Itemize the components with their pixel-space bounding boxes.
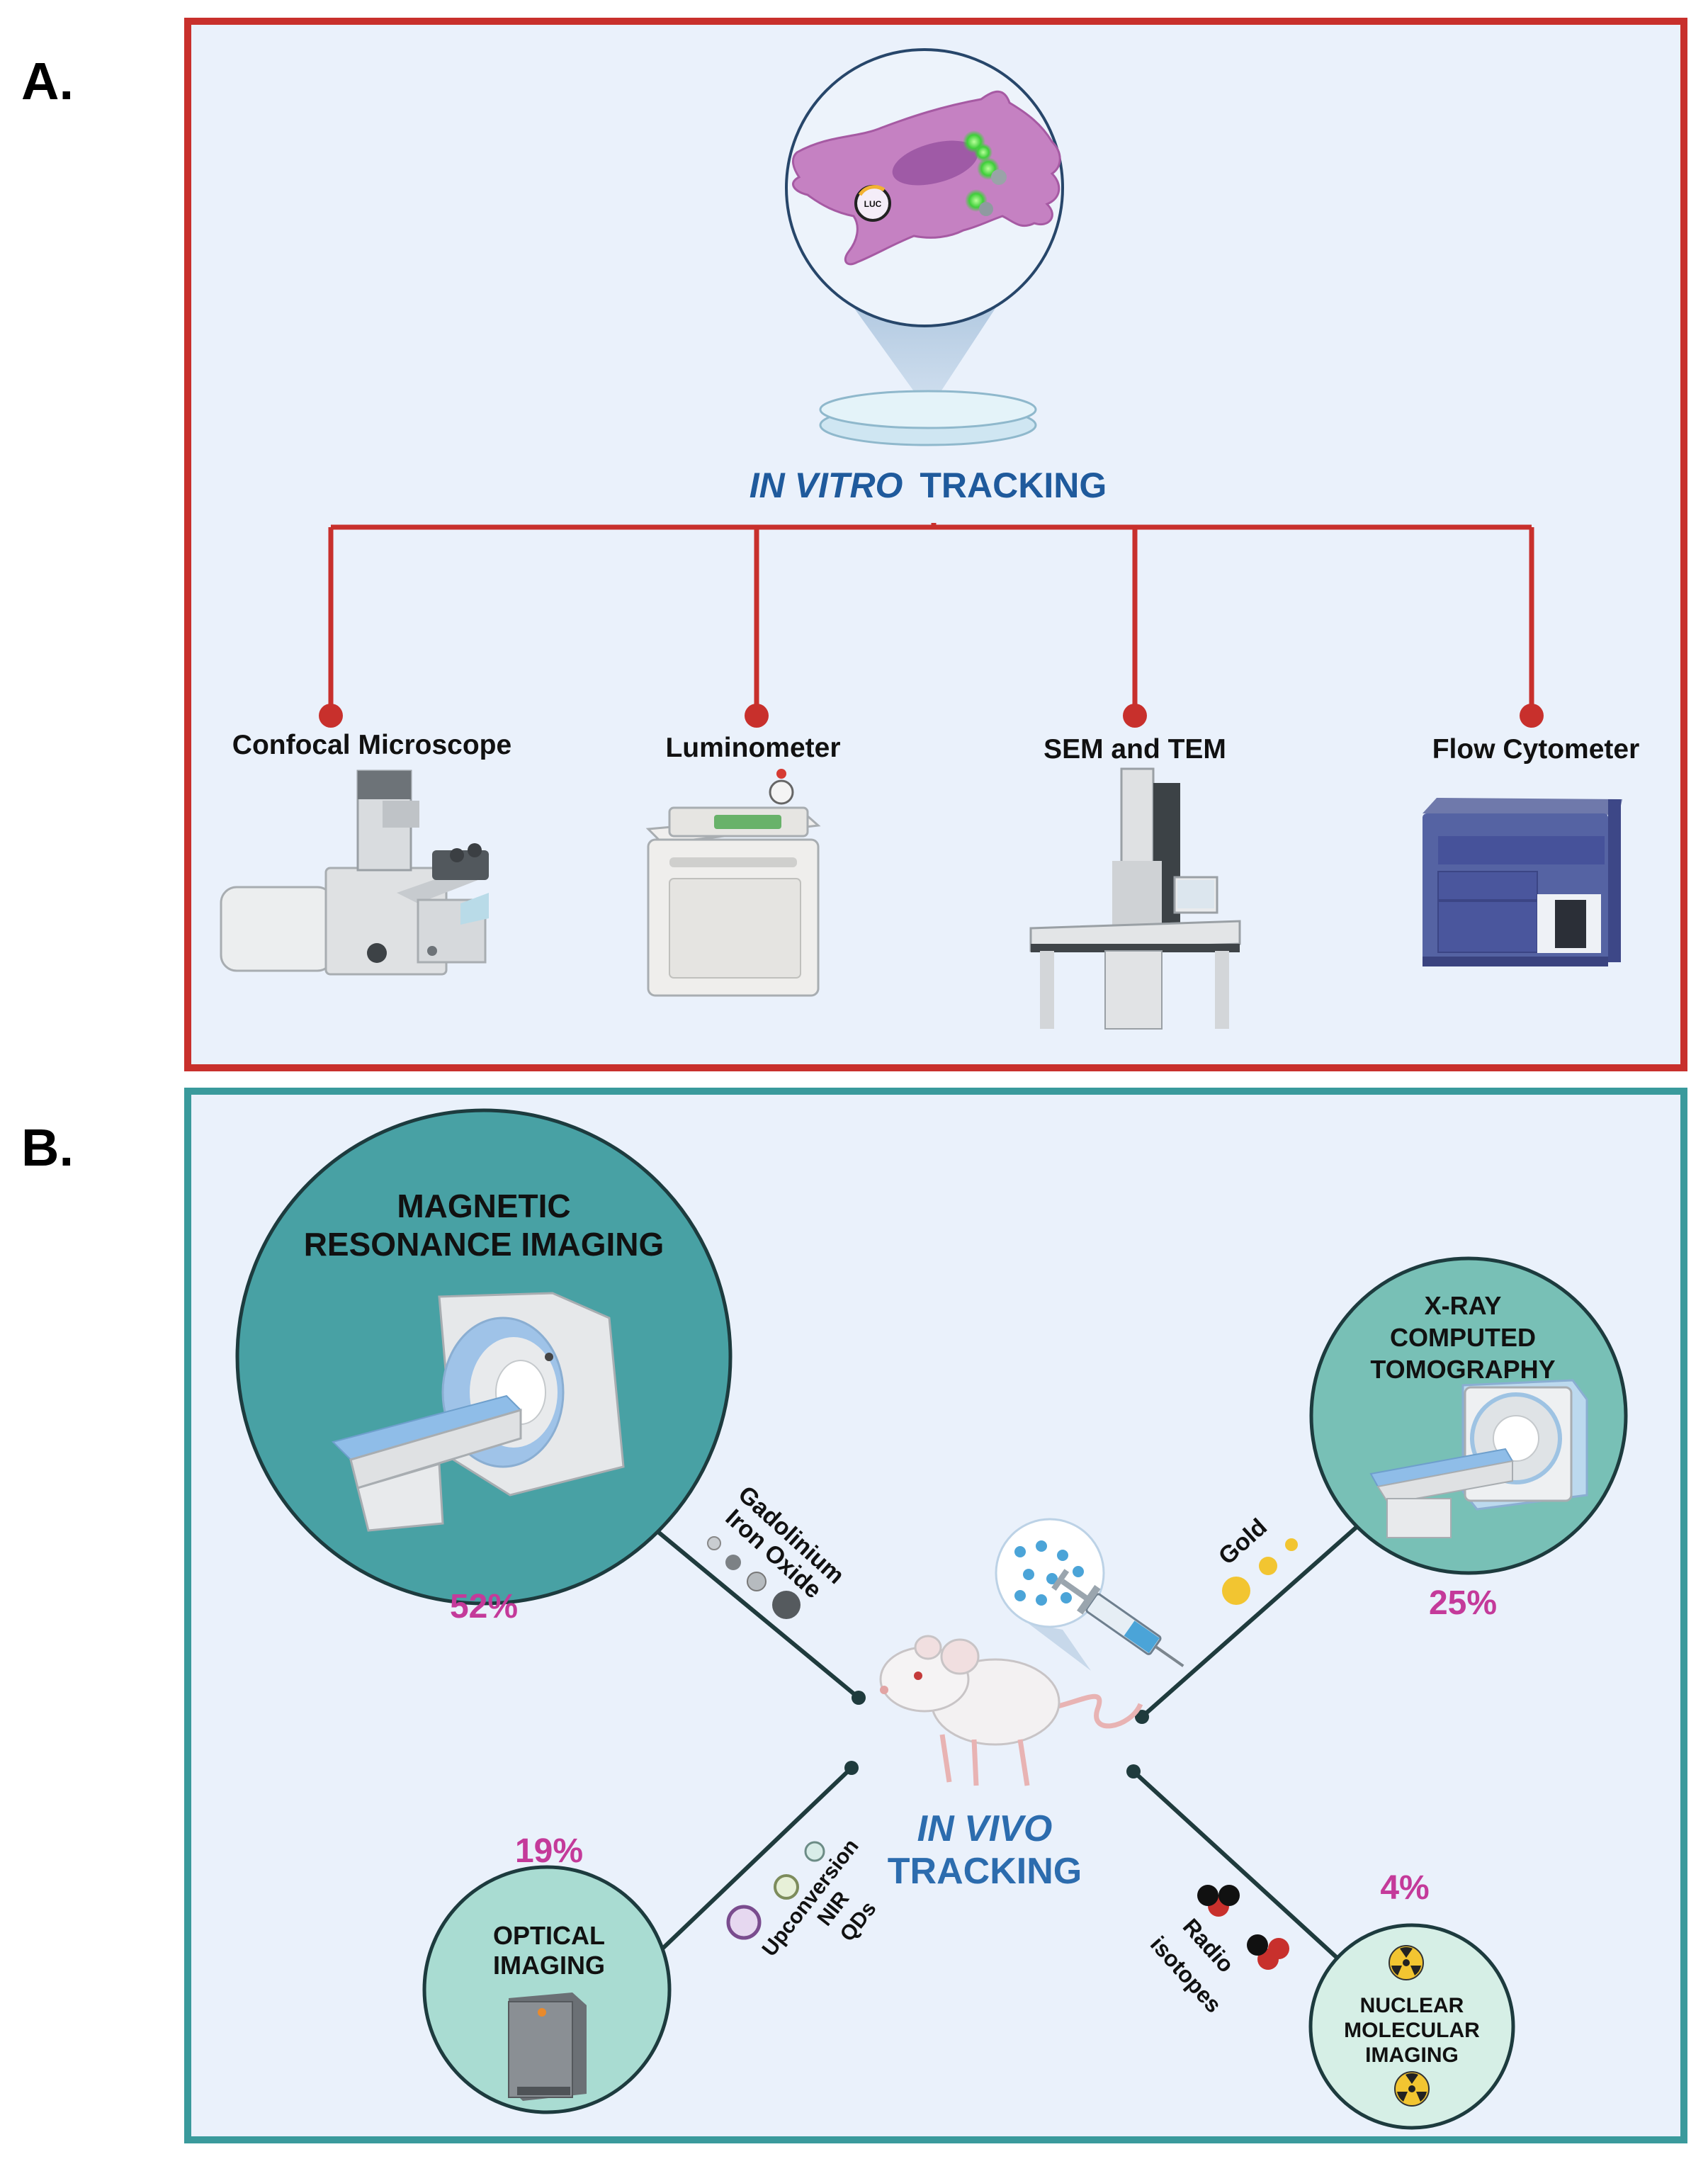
panel-b-label: B. xyxy=(21,1118,74,1177)
mri-title-line2: RESONANCE IMAGING xyxy=(304,1226,664,1263)
luminometer-icon xyxy=(645,769,821,997)
branch-dot-confocal xyxy=(319,704,343,728)
in-vitro-title-italic: IN VITRO xyxy=(750,466,903,505)
panel-a: A. LUC IN VITRO xyxy=(21,18,1687,1071)
fluorescent-particle xyxy=(974,143,992,162)
bubble-particles xyxy=(1014,1540,1084,1606)
branch-dot-luminometer xyxy=(745,704,769,728)
nuclear-percent: 4% xyxy=(1380,1869,1429,1907)
optical-node: OPTICAL IMAGING 19% xyxy=(422,1832,672,2114)
instrument-label-confocal: Confocal Microscope xyxy=(232,730,511,760)
petri-dish xyxy=(819,390,1037,446)
syringe-icon xyxy=(1051,1569,1184,1667)
cell-magnifier: LUC xyxy=(785,48,1064,411)
ct-title-line2: COMPUTED xyxy=(1390,1323,1536,1352)
panel-a-label: A. xyxy=(21,52,74,111)
connector-dot-ct xyxy=(1135,1710,1149,1724)
tree-connector xyxy=(328,523,1534,714)
sem-tem-icon xyxy=(1029,767,1241,1030)
in-vivo-title-line2: TRACKING xyxy=(888,1851,1082,1892)
cell-nucleus xyxy=(892,140,978,186)
fluorescent-particle xyxy=(979,202,993,216)
connector-dot-optical xyxy=(844,1761,859,1775)
connector-dot-nuclear xyxy=(1126,1764,1141,1779)
flow-cytometer-icon xyxy=(1423,798,1622,966)
ct-node: X-RAY COMPUTED TOMOGRAPHY 25% xyxy=(1309,1256,1628,1622)
optical-imager-icon xyxy=(508,1992,587,2101)
mri-title-line1: MAGNETIC xyxy=(397,1188,570,1224)
in-vitro-title: IN VITRO TRACKING xyxy=(750,466,1107,505)
mouse-tail xyxy=(1046,1693,1143,1729)
magnifier-beam xyxy=(847,298,1002,411)
in-vitro-title-rest: TRACKING xyxy=(920,466,1107,505)
luc-plasmid-arc xyxy=(858,185,886,196)
instrument-label-luminometer: Luminometer xyxy=(665,733,840,763)
connector-dot-mri xyxy=(852,1691,866,1705)
petri-dish-rim xyxy=(819,390,1037,429)
branch-dot-sem-tem xyxy=(1123,704,1147,728)
ct-title-line3: TOMOGRAPHY xyxy=(1370,1355,1555,1384)
optical-circle xyxy=(422,1865,672,2114)
branch-dot-flow xyxy=(1520,704,1544,728)
radiation-icon xyxy=(1394,2071,1430,2107)
bubble-pointer xyxy=(1027,1623,1091,1671)
mri-agent-particles xyxy=(707,1536,801,1619)
optical-agent-particles xyxy=(726,1841,825,1940)
panel-b: B. MAGNETIC RESONANCE IMAGING xyxy=(21,1088,1687,2143)
confocal-microscope-icon xyxy=(220,770,489,976)
nuclear-node: NUCLEAR MOLECULAR IMAGING 4% xyxy=(1308,1869,1515,2130)
luc-label: LUC xyxy=(864,199,882,209)
mri-scanner-icon xyxy=(332,1292,625,1532)
ct-percent: 25% xyxy=(1429,1584,1497,1622)
connector-lines xyxy=(636,1513,1364,1965)
ct-agent-particles xyxy=(1222,1538,1298,1605)
ct-scanner-icon xyxy=(1369,1379,1588,1538)
optical-title-line1: OPTICAL xyxy=(493,1921,605,1950)
optical-title-line2: IMAGING xyxy=(493,1951,605,1980)
nuclear-circle xyxy=(1308,1923,1515,2130)
fluorescent-particle xyxy=(991,169,1007,185)
mri-percent: 52% xyxy=(450,1588,518,1625)
instrument-label-sem-tem: SEM and TEM xyxy=(1044,734,1226,765)
mouse-icon xyxy=(879,1635,1143,1786)
optical-percent: 19% xyxy=(515,1832,583,1870)
labeled-cells-bubble xyxy=(995,1518,1105,1671)
in-vivo-title-line1: IN VIVO xyxy=(917,1808,1053,1849)
ct-title-line1: X-RAY xyxy=(1425,1291,1502,1320)
mri-node: MAGNETIC RESONANCE IMAGING 52% xyxy=(235,1108,733,1625)
nuclear-title-line2: MOLECULAR xyxy=(1344,2019,1480,2042)
nuclear-agent-particles xyxy=(1197,1885,1289,1970)
instrument-label-flow: Flow Cytometer xyxy=(1432,734,1640,765)
nuclear-title-line3: IMAGING xyxy=(1365,2044,1459,2067)
radiation-icon xyxy=(1389,1945,1424,1980)
fluorescent-particles xyxy=(963,130,1007,216)
nuclear-title-line1: NUCLEAR xyxy=(1360,1994,1464,2017)
